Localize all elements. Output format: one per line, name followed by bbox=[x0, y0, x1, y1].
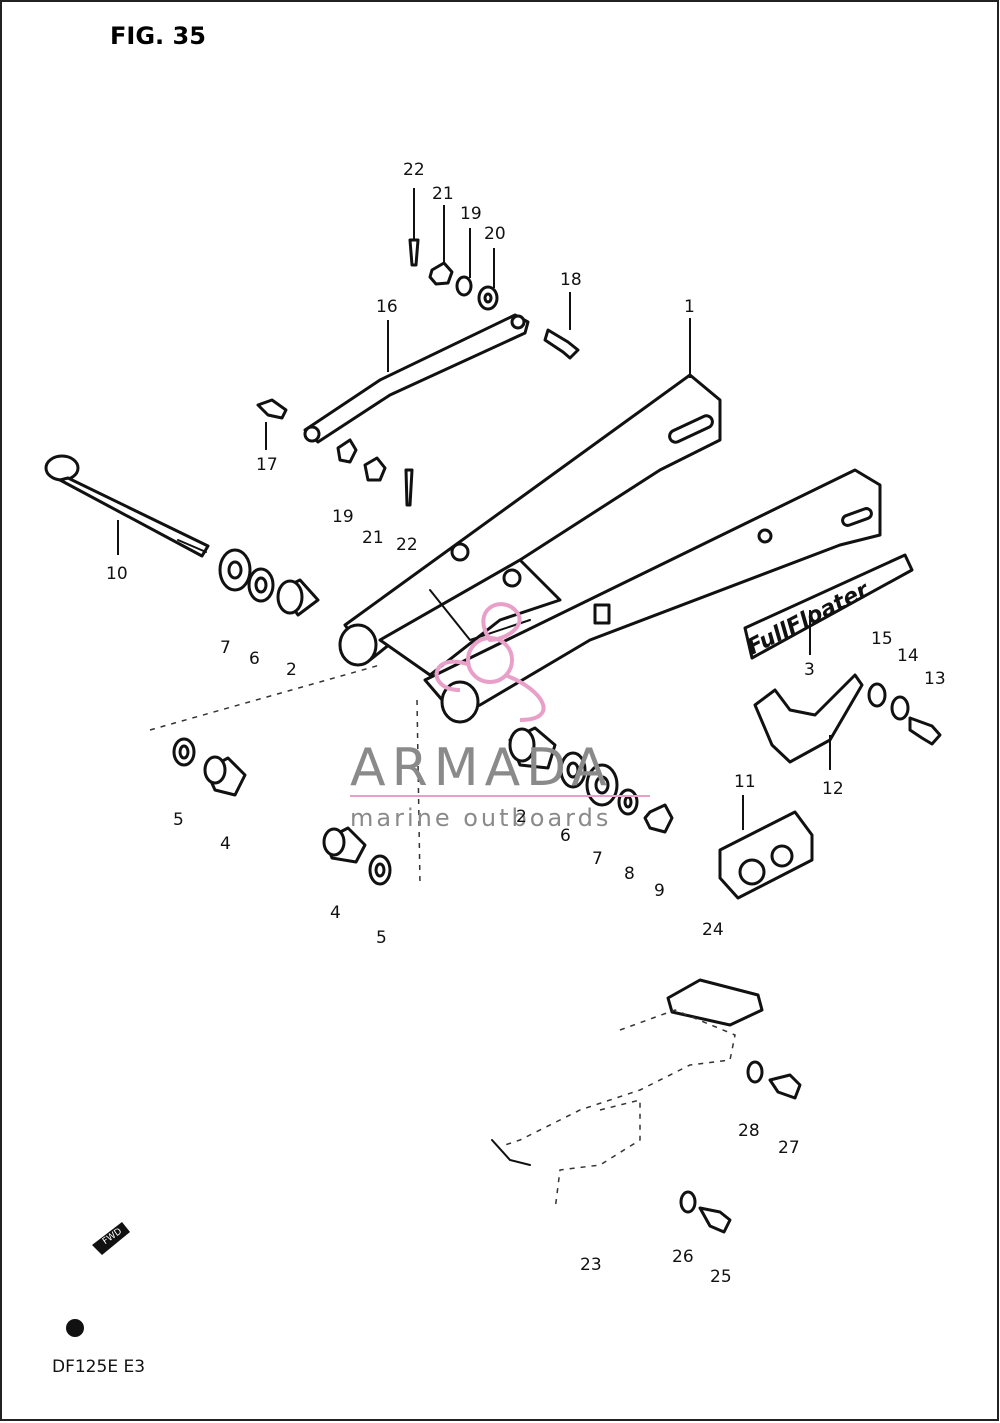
callout-11: 11 bbox=[734, 772, 756, 792]
callout-1: 1 bbox=[684, 297, 695, 317]
callout-27: 27 bbox=[778, 1138, 800, 1158]
callout-10: 10 bbox=[106, 564, 128, 584]
callout-22-lower: 22 bbox=[396, 535, 418, 555]
model-code: DF125E E3 bbox=[52, 1357, 145, 1377]
chain-slider bbox=[718, 810, 814, 900]
right-hardware bbox=[867, 682, 942, 746]
callout-16: 16 bbox=[376, 297, 398, 317]
callout-5-left: 5 bbox=[173, 810, 184, 830]
swingarm bbox=[338, 373, 882, 724]
fwd-arrow: FWD bbox=[92, 1222, 130, 1255]
callout-28: 28 bbox=[738, 1121, 760, 1141]
callout-20: 20 bbox=[484, 224, 506, 244]
callout-22-top: 22 bbox=[403, 160, 425, 180]
callout-2-left: 2 bbox=[286, 660, 297, 680]
callout-14: 14 bbox=[897, 646, 919, 666]
callout-26: 26 bbox=[672, 1247, 694, 1267]
callout-7-left: 7 bbox=[220, 638, 231, 658]
callout-6-right: 6 bbox=[560, 826, 571, 846]
watermark-tagline: marine outboards bbox=[350, 804, 611, 832]
callout-9: 9 bbox=[654, 881, 665, 901]
callout-12: 12 bbox=[822, 779, 844, 799]
chain-guard bbox=[753, 673, 864, 764]
callout-17: 17 bbox=[256, 455, 278, 475]
callout-18: 18 bbox=[560, 270, 582, 290]
callout-3: 3 bbox=[804, 660, 815, 680]
callout-5-lower: 5 bbox=[376, 928, 387, 948]
chain-case-bracket bbox=[491, 978, 802, 1234]
lower-bushings bbox=[172, 737, 392, 886]
callout-21-lower: 21 bbox=[362, 528, 384, 548]
callout-24: 24 bbox=[702, 920, 724, 940]
callout-7-right: 7 bbox=[592, 849, 603, 869]
callout-15: 15 bbox=[871, 629, 893, 649]
callout-2-right: 2 bbox=[516, 807, 527, 827]
bullet-mark bbox=[66, 1319, 84, 1337]
torque-link bbox=[303, 313, 530, 444]
armada-logo bbox=[434, 602, 546, 722]
callout-6-left: 6 bbox=[249, 649, 260, 669]
figure-title: FIG. 35 bbox=[110, 22, 206, 50]
watermark-brand: ARMADA bbox=[350, 738, 613, 798]
callout-25: 25 bbox=[710, 1267, 732, 1287]
leader-lines bbox=[117, 205, 831, 830]
callout-4-lower: 4 bbox=[330, 903, 341, 923]
top-hardware bbox=[256, 188, 580, 507]
axis-line-vertical bbox=[416, 699, 421, 886]
watermark-divider bbox=[350, 795, 650, 797]
right-bushings bbox=[508, 726, 674, 834]
callout-19-top: 19 bbox=[460, 204, 482, 224]
callout-4-left: 4 bbox=[220, 834, 231, 854]
callout-8: 8 bbox=[624, 864, 635, 884]
callout-23: 23 bbox=[580, 1255, 602, 1275]
pivot-shaft bbox=[44, 454, 210, 558]
callout-19-lower: 19 bbox=[332, 507, 354, 527]
callout-21-top: 21 bbox=[432, 184, 454, 204]
axis-line-left bbox=[149, 664, 381, 731]
left-bushings bbox=[218, 548, 320, 617]
callout-13: 13 bbox=[924, 669, 946, 689]
